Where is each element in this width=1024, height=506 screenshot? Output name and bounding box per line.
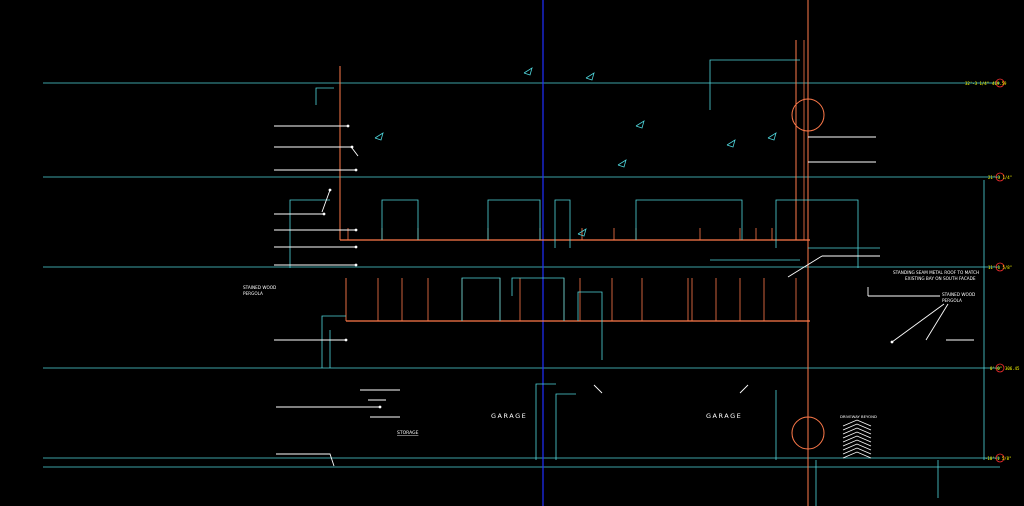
section-mark-triangle: [523, 67, 533, 76]
leader-line: [351, 147, 359, 157]
pergola-left-label-1: STAINED WOOD: [243, 285, 276, 290]
level-elevation-2: 21'-3 1/4": [988, 175, 1012, 180]
driveway-chevron: [842, 443, 872, 451]
driveway-label: DRIVEWAY BEYOND: [840, 414, 877, 419]
drawing-geometry: [43, 0, 1000, 506]
leader-line: [593, 384, 603, 394]
window-frame: [461, 277, 501, 321]
leader-dot: [890, 340, 894, 344]
garage-label-right: GARAGE: [706, 412, 742, 420]
window-frame: [635, 199, 743, 240]
pergola-left-label-2: PERGOLA: [243, 291, 263, 296]
window-frame: [577, 291, 603, 360]
section-mark-triangle: [635, 120, 645, 129]
driveway-chevron: [842, 431, 872, 439]
frame-line: [709, 59, 800, 110]
frame-line: [321, 315, 346, 368]
leader-line: [739, 384, 749, 394]
leader-dot: [354, 228, 358, 232]
section-mark-triangle: [577, 228, 587, 237]
leader-dot: [354, 168, 358, 172]
level-tag-2: 306.45: [1005, 366, 1020, 371]
section-mark-triangle: [726, 139, 736, 148]
level-marker-1: [995, 78, 1005, 88]
leader-line: [925, 303, 949, 341]
leader-dot: [344, 338, 348, 342]
driveway-chevron: [842, 435, 872, 443]
window-frame: [487, 199, 541, 240]
level-marker-4: [995, 363, 1005, 373]
garage-label-left: GARAGE: [491, 412, 527, 420]
garage-frame: [535, 383, 556, 460]
driveway-chevron: [842, 423, 872, 431]
level-marker-3: [995, 262, 1005, 272]
annotations: STAINED WOOD PERGOLA STANDING SEAM METAL…: [243, 270, 979, 436]
frame-line: [289, 199, 330, 268]
leader-dot: [350, 145, 354, 149]
roof-note-line-2: EXISTING BAY ON SOUTH FACADE: [905, 276, 976, 281]
driveway-chevron: [842, 439, 872, 447]
leader-dot: [354, 245, 358, 249]
leader-dot: [328, 188, 332, 192]
section-marker-circle: [791, 98, 825, 132]
garage-frame: [555, 393, 576, 460]
roof-note-line-1: STANDING SEAM METAL ROOF TO MATCH: [893, 270, 979, 275]
window-frame: [554, 199, 571, 248]
leader-dot: [322, 212, 326, 216]
level-elevation-4: 0'-0": [990, 366, 1002, 371]
section-mark-triangle: [585, 72, 595, 81]
driveway-chevron: [842, 427, 872, 435]
leader-dot: [354, 263, 358, 267]
frame-line: [315, 87, 334, 105]
leader-line: [891, 303, 945, 343]
leader-dot: [346, 124, 350, 128]
driveway-chevron: [842, 451, 872, 459]
leader-line: [321, 189, 331, 213]
section-mark-triangle: [617, 159, 627, 168]
section-marker-circle: [791, 416, 825, 450]
level-elevation-5: -10'-1 5/8": [985, 456, 1012, 461]
section-mark-triangle: [374, 132, 384, 141]
level-markers: 32'-3 1/4" 419.59 21'-3 1/4" 11'-1 5/8" …: [965, 78, 1020, 463]
level-marker-5: [995, 453, 1005, 463]
leader-dot: [378, 405, 382, 409]
leader-line: [276, 453, 335, 467]
storage-label: STORAGE: [397, 430, 419, 436]
leader-line: [787, 255, 823, 278]
driveway-chevron: [842, 447, 872, 455]
level-elevation-1: 32'-3 1/4": [965, 81, 989, 86]
driveway-chevron: [842, 419, 872, 427]
level-elevation-3: 11'-1 5/8": [988, 265, 1012, 270]
pergola-right-label-2: PERGOLA: [942, 298, 962, 303]
section-mark-triangle: [767, 132, 777, 141]
window-frame: [511, 277, 565, 321]
level-tag-1: 419.59: [992, 81, 1007, 86]
window-frame: [381, 199, 419, 240]
pergola-right-label-1: STAINED WOOD: [942, 292, 975, 297]
level-marker-2: [995, 172, 1005, 182]
window-frame: [775, 199, 859, 268]
